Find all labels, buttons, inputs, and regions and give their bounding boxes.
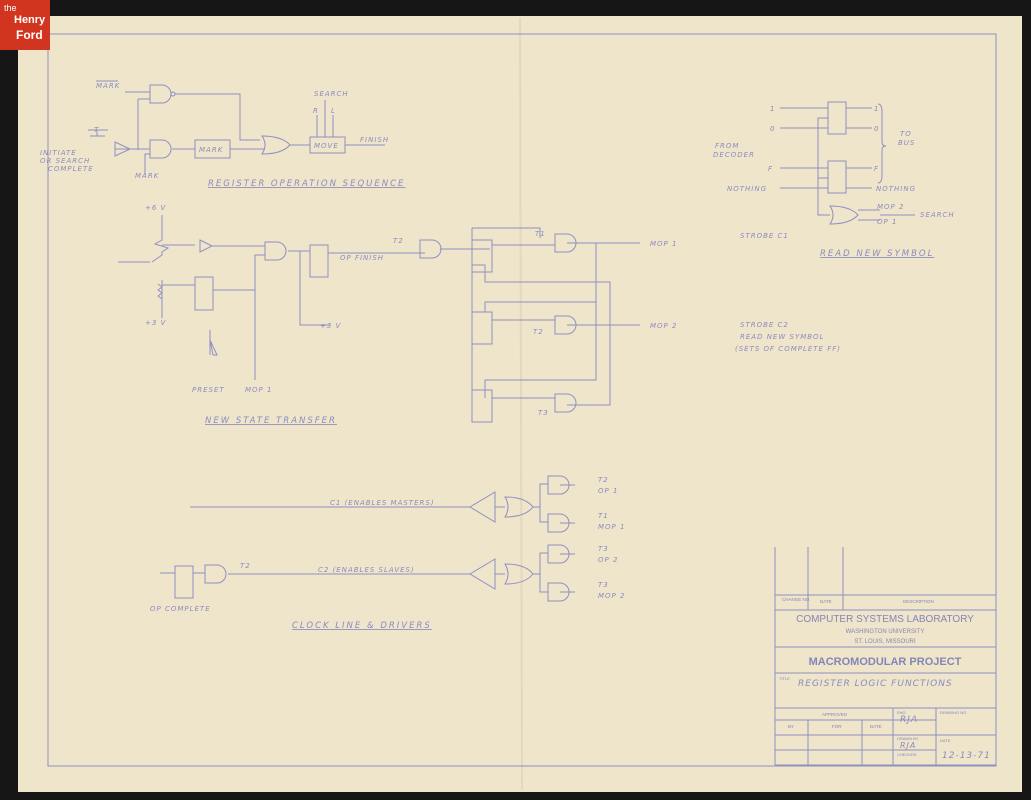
label-op1: OP 1 (877, 218, 897, 226)
read-new-symbol: 1 0 FROM DECODER F NOTHING 1 0 F NOTHING… (713, 101, 955, 353)
label-t2: T2 (240, 562, 251, 570)
label-finish: FINISH (360, 136, 389, 144)
label-t3: T3 (538, 409, 549, 417)
tb-by: BY (788, 724, 794, 729)
section-title-read-new-symbol: READ NEW SYMBOL (820, 249, 934, 259)
tb-description: DESCRIPTION (903, 599, 934, 604)
label-mark-bar: MARK (96, 82, 121, 90)
label-t2a: T2 (598, 476, 609, 484)
tb-eng-label: ENG. (897, 710, 907, 715)
title-block: CHANGE NO. DATE DESCRIPTION COMPUTER SYS… (774, 547, 996, 766)
label-complete: COMPLETE (48, 165, 94, 173)
label-plus3v: +3 V (145, 319, 167, 327)
section-title-register-operation: REGISTER OPERATION SEQUENCE (208, 179, 405, 189)
tb-title: REGISTER LOGIC FUNCTIONS (798, 679, 953, 689)
tb-approved: APPROVED (822, 712, 848, 717)
label-mop1: MOP 1 (245, 386, 272, 394)
label-sets: (SETS OF COMPLETE FF) (735, 345, 841, 353)
label-t3b: T3 (598, 581, 609, 589)
tb-lab: COMPUTER SYSTEMS LABORATORY (796, 614, 974, 625)
label-t1: T1 (535, 230, 546, 238)
label-l: L (331, 107, 336, 115)
section-title-clock-line: CLOCK LINE & DRIVERS (292, 621, 432, 631)
label-t1: T1 (598, 512, 609, 520)
logo-text-the: the (4, 3, 17, 13)
label-to: TO (900, 130, 912, 138)
move-box-label: MOVE (314, 142, 339, 150)
label-strobe-c2: STROBE C2 (740, 321, 789, 329)
label-bus: BUS (898, 139, 915, 147)
tb-date2: DATE (870, 724, 882, 729)
tb-eng: RJA (900, 715, 918, 725)
tb-project: MACROMODULAR PROJECT (809, 656, 962, 668)
label-t2b: T2 (533, 328, 544, 336)
label-search: SEARCH (314, 90, 349, 98)
tb-city: ST. LOUIS, MISSOURI (854, 639, 916, 645)
drawing-border (47, 33, 997, 767)
label-op2: OP 2 (598, 556, 618, 564)
label-decoder: DECODER (713, 151, 755, 159)
label-mop1: MOP 1 (598, 523, 625, 531)
clock-line-drivers: C1 (ENABLES MASTERS) C2 (ENABLES SLAVES)… (150, 475, 625, 631)
label-mop2: MOP 2 (598, 592, 625, 600)
tb-university: WASHINGTON UNIVERSITY (846, 629, 925, 635)
label-initiate: INITIATE (40, 149, 77, 157)
label-op1a: OP 1 (598, 487, 618, 495)
label-search: SEARCH (920, 211, 955, 219)
label-out1: 1 (874, 105, 879, 113)
label-read-new-symbol-2: READ NEW SYMBOL (740, 333, 824, 341)
tb-drawing-no: DRAWING NO. (940, 710, 967, 715)
label-mop2: MOP 2 (877, 203, 904, 211)
label-out0: 0 (874, 125, 879, 133)
label-t3a: T3 (598, 545, 609, 553)
label-in0: 0 (770, 125, 775, 133)
paper-fold (519, 17, 523, 791)
label-in1: 1 (770, 105, 775, 113)
logo-text-henry: Henry (14, 14, 46, 26)
label-outf: F (874, 165, 879, 173)
henry-ford-logo: the Henry Ford (0, 0, 50, 50)
label-op-finish: OP FINISH (340, 254, 384, 262)
label-c1: C1 (ENABLES MASTERS) (330, 499, 435, 507)
logo-text-ford: Ford (16, 28, 43, 42)
tb-title-label: TITLE (779, 676, 790, 681)
label-op-complete: OP COMPLETE (150, 605, 211, 613)
label-t2: T2 (393, 237, 404, 245)
label-from: FROM (715, 142, 739, 150)
tb-date-value: 12-13-71 (942, 751, 991, 761)
section-title-new-state: NEW STATE TRANSFER (205, 416, 337, 426)
tb-checked: CHECKED (897, 752, 917, 757)
tb-date-label: DATE (940, 738, 951, 743)
label-strobe-c1: STROBE C1 (740, 232, 789, 240)
label-inf: F (768, 165, 773, 173)
label-nothing-out: NOTHING (876, 185, 916, 193)
label-r: R (313, 107, 319, 115)
label-preset: PRESET (192, 386, 225, 394)
new-state-transfer: +6 V +3 V +3 V OP FINISH PRESET MOP 1 T2… (118, 204, 677, 426)
tb-drawn-label: DRAWN BY (897, 736, 919, 741)
label-or-search: OR SEARCH (40, 157, 90, 165)
label-c2: C2 (ENABLES SLAVES) (318, 566, 415, 574)
label-t: T (94, 126, 99, 134)
label-mop1-out: MOP 1 (650, 240, 677, 248)
label-mop2-out: MOP 2 (650, 322, 677, 330)
label-mark: MARK (135, 172, 160, 180)
label-plus3v-b: +3 V (320, 322, 342, 330)
tb-date: DATE (820, 599, 832, 604)
label-nothing: NOTHING (727, 185, 767, 193)
tb-drawn: RJA (900, 741, 916, 750)
register-operation-sequence: MARK MARK INITIATE OR SEARCH COMPLETE T … (40, 80, 405, 189)
mark-box-label: MARK (199, 146, 224, 154)
tb-for: FOR (832, 724, 842, 729)
label-plus6v: +6 V (145, 204, 167, 212)
tb-change-no: CHANGE NO. (782, 597, 811, 602)
